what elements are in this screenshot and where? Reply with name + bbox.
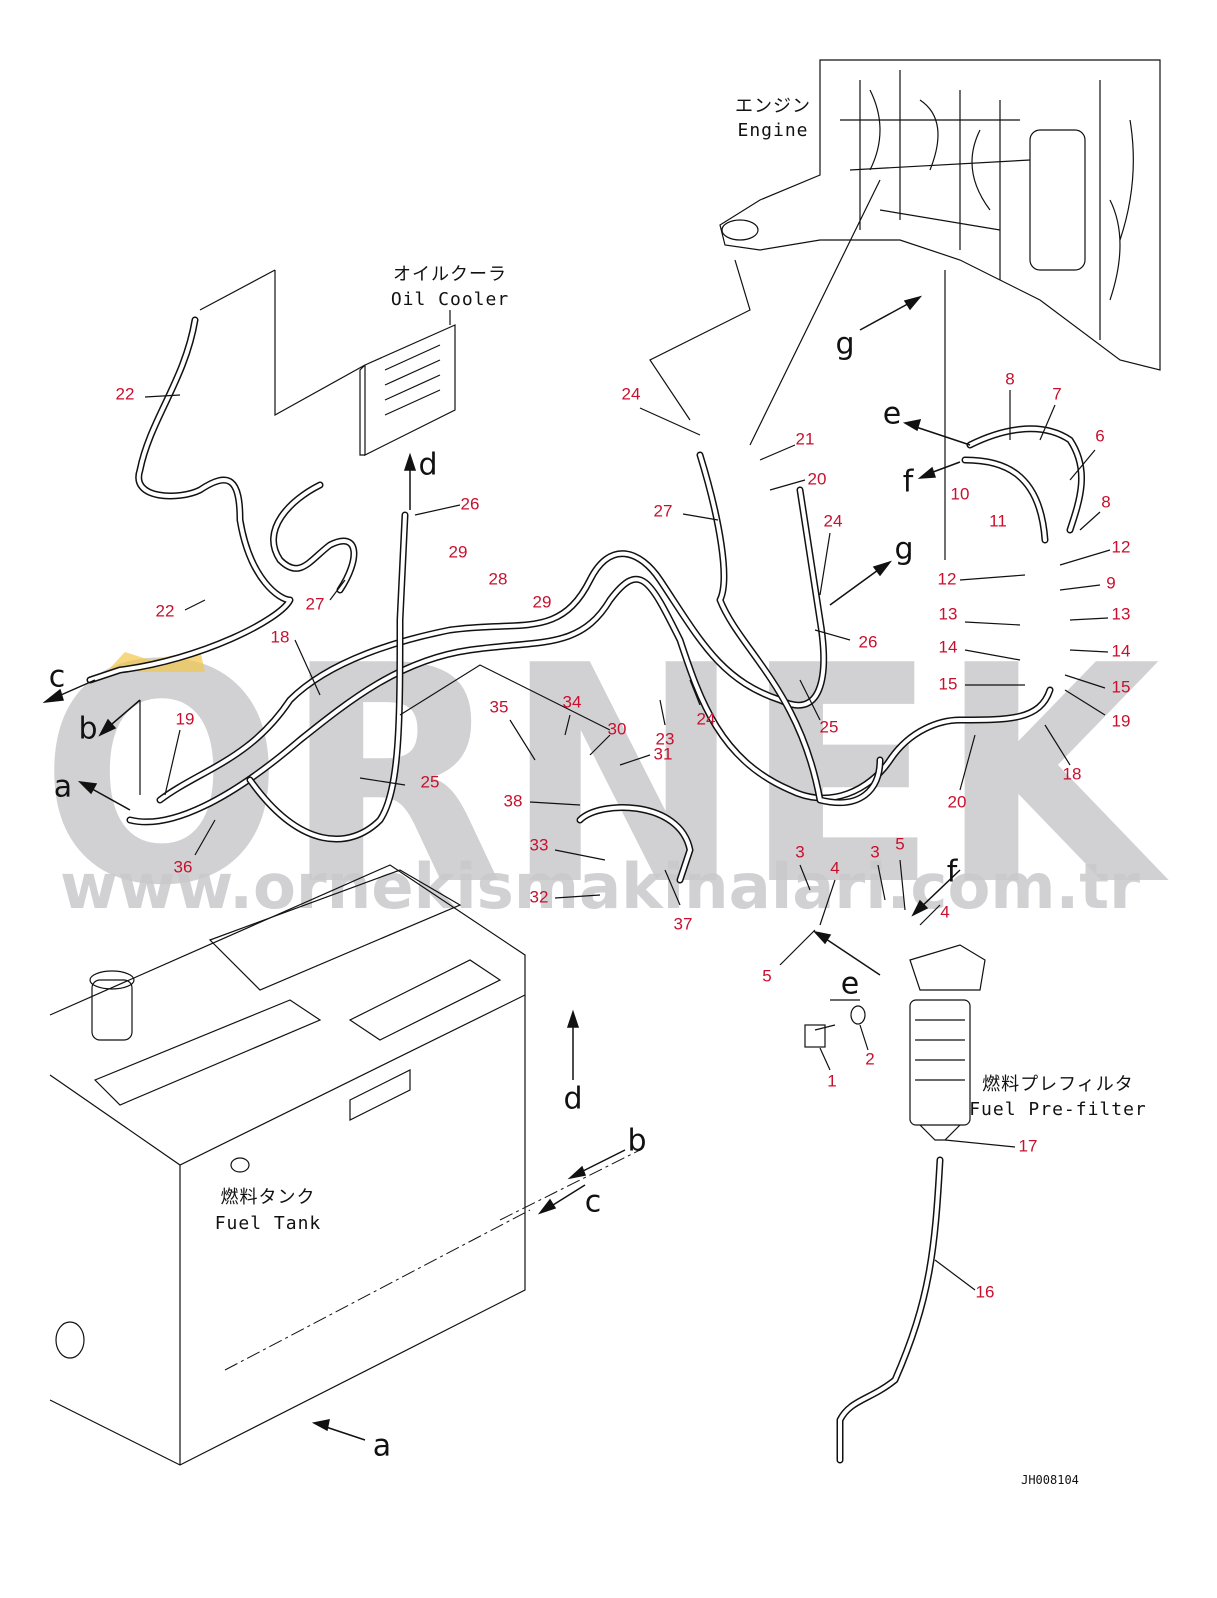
callout-27: 27 [654,501,673,520]
callout-13: 13 [939,604,958,623]
callout-10: 10 [951,484,970,503]
fuel-tank-label-jp: 燃料タンク [221,1187,316,1208]
connection-letter-b: b [78,712,97,747]
oil-cooler-label-en: Oil Cooler [391,289,509,310]
callout-8: 8 [1005,369,1014,388]
connection-letter-g: g [835,327,854,362]
oil-cooler-label-jp: オイルクーラ [393,264,507,285]
callout-5: 5 [762,966,771,985]
callout-14: 14 [1112,641,1131,660]
callout-11: 11 [989,511,1007,530]
callout-4: 4 [940,902,949,921]
callout-37: 37 [674,914,693,933]
connection-letter-e: e [883,397,901,432]
callout-15: 15 [939,674,958,693]
callout-21: 21 [796,429,815,448]
connection-letter-c: c [49,660,66,695]
callout-4: 4 [830,858,839,877]
callout-18: 18 [271,627,290,646]
drawing-code: JH008104 [1021,1473,1079,1487]
fuel-tank [49,864,641,1466]
callout-34: 34 [563,692,582,711]
callout-24: 24 [697,709,716,728]
connection-letter-d: d [563,1082,582,1117]
callout-14: 14 [939,637,958,656]
callout-35: 35 [490,697,509,716]
callout-27: 27 [306,594,325,613]
callout-22: 22 [116,384,135,403]
callout-26: 26 [859,632,878,651]
callout-33: 33 [530,835,549,854]
callout-17: 17 [1019,1136,1038,1155]
connection-letter-g: g [894,532,913,567]
callout-2: 2 [865,1049,874,1068]
connection-letter-a: a [373,1429,391,1464]
prefilter-label-jp: 燃料プレフィルタ [982,1074,1134,1095]
callout-26: 26 [461,494,480,513]
callout-23: 23 [656,729,675,748]
callout-18: 18 [1063,764,1082,783]
callout-30: 30 [608,719,627,738]
connection-letter-f: f [903,465,915,500]
callout-24: 24 [622,384,641,403]
callout-16: 16 [976,1282,995,1301]
connection-letter-f: f [947,855,959,890]
callout-12: 12 [1112,537,1131,556]
callout-3: 3 [870,842,879,861]
callout-19: 19 [1112,711,1131,730]
callout-24: 24 [824,511,843,530]
connection-letter-a: a [54,770,72,805]
connection-letter-d: d [418,448,437,483]
callout-25: 25 [820,717,839,736]
connection-letter-c: c [585,1185,602,1220]
fuel-tank-label-en: Fuel Tank [215,1213,322,1234]
component-labels: エンジン Engine オイルクーラ Oil Cooler 燃料プレフィルタ F… [215,96,1147,1487]
leader-lines [139,179,1111,1291]
watermark-url: www.ornekismakinalari.com.tr [60,850,1140,923]
watermark-brand: ORNEK [40,602,1171,951]
callout-36: 36 [174,857,193,876]
callout-29: 29 [449,542,468,561]
engine-label-jp: エンジン [735,96,811,117]
callout-5: 5 [895,834,904,853]
prefilter-label-en: Fuel Pre-filter [969,1099,1147,1120]
engine [719,59,1161,371]
callout-20: 20 [808,469,827,488]
connection-arrows [42,295,971,1441]
callout-15: 15 [1112,677,1131,696]
callout-20: 20 [948,792,967,811]
callout-19: 19 [176,709,195,728]
callout-29: 29 [533,592,552,611]
hoses [86,316,1086,1464]
callout-7: 7 [1052,384,1061,403]
callout-1: 1 [827,1071,836,1090]
connection-letter-e: e [841,967,859,1002]
callout-3: 3 [795,842,804,861]
callout-22: 22 [156,601,175,620]
oil-cooler [199,269,456,456]
callout-9: 9 [1106,573,1115,592]
callout-31: 31 [654,744,673,763]
callout-13: 13 [1112,604,1131,623]
connection-letter-b: b [627,1124,646,1159]
fuel-prefilter [804,944,986,1141]
callout-38: 38 [504,791,523,810]
callout-28: 28 [489,569,508,588]
callout-25: 25 [421,772,440,791]
callout-32: 32 [530,887,549,906]
callout-6: 6 [1095,426,1104,445]
engine-label-en: Engine [737,120,808,141]
callout-12: 12 [938,569,957,588]
watermark: ORNEK www.ornekismakinalari.com.tr [40,602,1171,951]
callout-8: 8 [1101,492,1110,511]
